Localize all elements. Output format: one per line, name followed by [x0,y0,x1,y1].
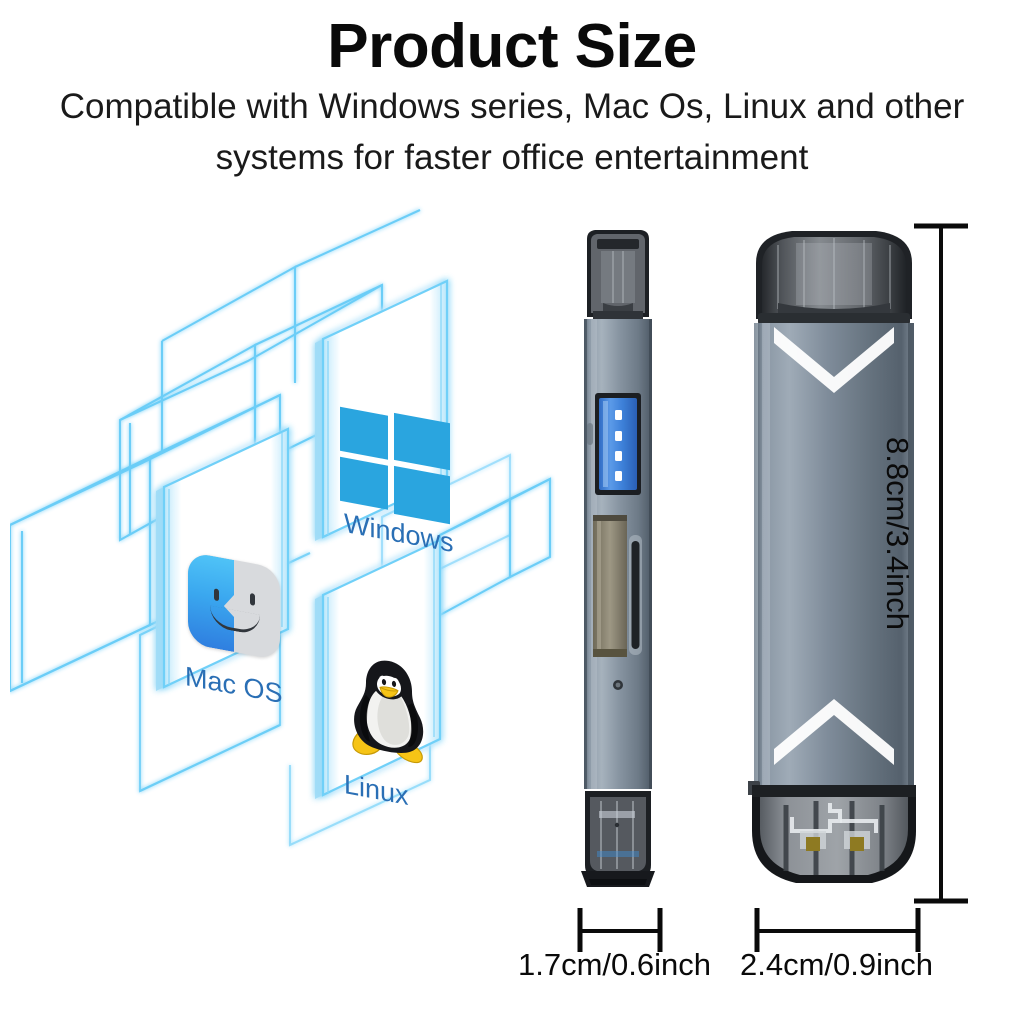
finder-blue-half [188,551,234,652]
subtitle-line-2: systems for faster office entertainment [215,137,809,177]
width-label-left: 1.7cm/0.6inch [518,947,711,982]
os-compatibility-illustration: Windows Mac OS [10,205,555,865]
finder-eye-right [250,592,255,606]
windows-pane-top-right [394,412,450,471]
windows-pane-top-left [340,406,388,460]
windows-pane-bottom-left [340,456,388,510]
bottom-cap [581,791,655,887]
windows-pane-bottom-right [394,465,450,525]
chevron-down-mark [774,327,894,393]
subtitle-line-1: Compatible with Windows series, Mac Os, … [59,87,965,127]
header: Product Size Compatible with Windows ser… [0,0,1024,181]
device-body [754,323,914,785]
usb-3-port [587,393,641,495]
windows-logo-icon [340,403,450,527]
width-label-right: 2.4cm/0.9inch [740,947,933,982]
micro-sd-slot [629,535,642,655]
card-reader-front-view [736,225,920,895]
product-photos [540,200,1024,990]
sd-card-slot [593,515,627,657]
top-cap [756,231,912,325]
card-reader-side-view [573,225,663,890]
height-label: 8.8cm/3.4inch [880,437,915,630]
top-cap [587,230,649,320]
page-title: Product Size [327,12,697,81]
tux-penguin-icon [342,648,436,773]
isometric-cubes-graphic [10,209,552,847]
chevron-up-mark [774,699,894,765]
finder-eye-left [214,588,219,602]
bottom-cap [752,785,916,883]
finder-face-icon [188,551,280,661]
